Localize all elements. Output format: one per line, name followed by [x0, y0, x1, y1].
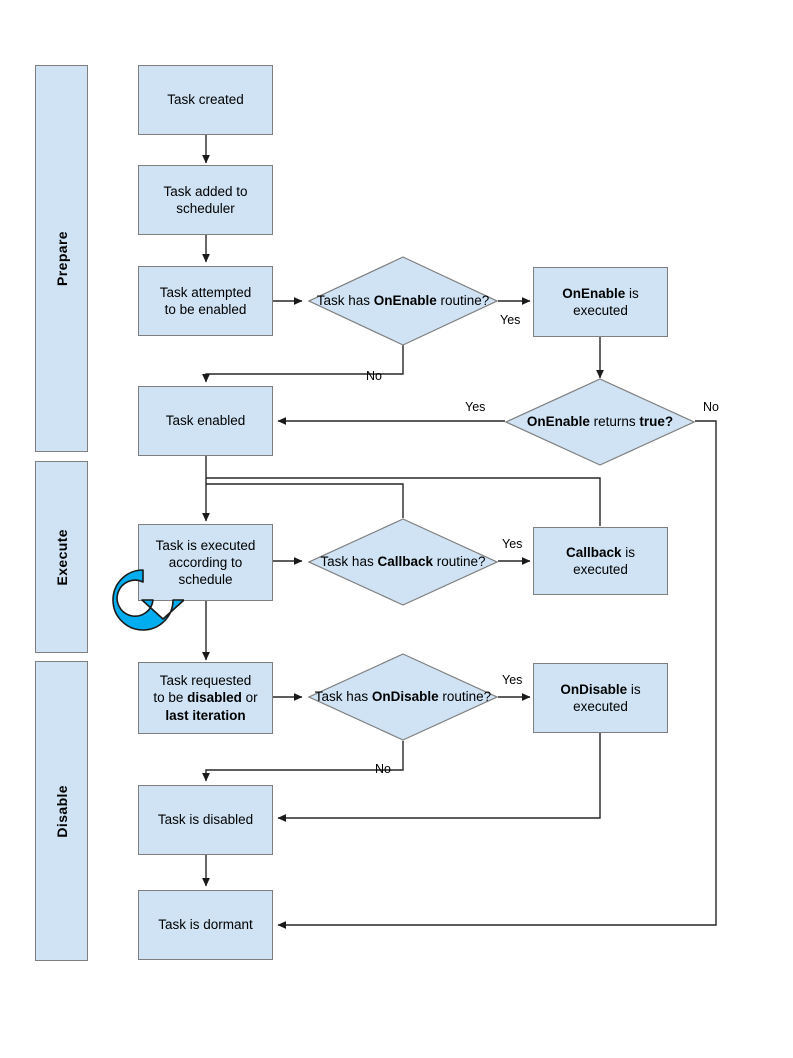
node-task-added-line2: scheduler [176, 201, 235, 216]
node-task-requested-mid-pre: to be [153, 690, 188, 706]
decision-ondisable-line1: Task has [314, 689, 369, 705]
node-callback-strong: Callback [565, 544, 622, 560]
node-callback-line2: executed [573, 562, 628, 577]
node-task-enabled-label: Task enabled [165, 413, 246, 429]
decision-task-has-callback[interactable]: Task has Callback routine? [308, 518, 498, 606]
edge-label-ondisable-no: No [375, 762, 391, 776]
node-task-requested-line2: to be disabled or [153, 689, 257, 706]
node-task-added-to-scheduler[interactable]: Task added to scheduler [138, 165, 273, 235]
node-task-requested-end-strong: last iteration [165, 707, 246, 723]
node-ondisable-strong: OnDisable [560, 681, 628, 697]
swimlane-prepare: Prepare [35, 65, 88, 452]
swimlane-disable: Disable [35, 661, 88, 961]
decision-returns-strong1: OnEnable [526, 414, 590, 430]
node-task-requested-mid-post: or [241, 690, 258, 706]
node-task-is-executed[interactable]: Task is executed according to schedule [138, 524, 273, 601]
node-task-requested-disabled[interactable]: Task requested to be disabled or last it… [138, 662, 273, 734]
node-onenable-is-executed[interactable]: OnEnable is executed [533, 267, 668, 337]
decision-callback-strong: Callback [377, 554, 433, 570]
node-ondisable-line1: OnDisable is [560, 681, 640, 698]
node-callback-line1: Callback is [566, 544, 635, 561]
swimlane-execute-label: Execute [53, 528, 70, 586]
node-ondisable-rest: is [627, 681, 641, 697]
decision-ondisable-strong: OnDisable [371, 689, 439, 705]
node-task-is-dormant[interactable]: Task is dormant [138, 890, 273, 960]
decision-callback-line2: Callback [377, 554, 433, 569]
node-task-executed-line3: schedule [178, 572, 233, 588]
node-callback-is-executed[interactable]: Callback is executed [533, 527, 668, 595]
decision-onenable-returns-true[interactable]: OnEnable returns true? [505, 378, 695, 466]
node-callback-rest: is [621, 544, 636, 560]
node-onenable-rest: is [625, 285, 639, 301]
swimlane-prepare-label: Prepare [53, 231, 70, 286]
decision-task-has-onenable[interactable]: Task has OnEnable routine? [308, 256, 498, 346]
node-onenable-strong: OnEnable [562, 285, 626, 301]
decision-callback-line1: Task has [320, 554, 374, 570]
decision-onenable-line1: Task has [316, 293, 370, 309]
decision-returns-strong3: true? [639, 414, 674, 430]
node-task-disabled-label: Task is disabled [157, 812, 254, 828]
node-task-attempted-to-be-enabled[interactable]: Task attempted to be enabled [138, 266, 273, 336]
decision-task-has-ondisable[interactable]: Task has OnDisable routine? [308, 653, 498, 741]
node-task-requested-line3: last iteration [153, 707, 257, 724]
edge-label-returns-yes: Yes [465, 400, 486, 414]
node-onenable-line2: executed [573, 303, 628, 318]
node-task-added-line1: Task added to [163, 183, 248, 199]
node-task-requested-line1: Task requested [159, 673, 252, 689]
node-task-attempted-line2: to be enabled [164, 302, 247, 317]
edge-label-onenable-no: No [366, 369, 382, 383]
edge-label-callback-yes: Yes [502, 537, 523, 551]
node-task-attempted-line1: Task attempted [159, 284, 252, 300]
swimlane-execute: Execute [35, 461, 88, 653]
node-task-is-disabled[interactable]: Task is disabled [138, 785, 273, 855]
node-task-requested-mid-strong: disabled [187, 690, 242, 706]
swimlane-disable-label: Disable [53, 784, 70, 838]
node-ondisable-is-executed[interactable]: OnDisable is executed [533, 663, 668, 733]
edge-label-ondisable-yes: Yes [502, 673, 523, 687]
decision-onenable-line2: OnEnable [374, 293, 437, 308]
node-task-dormant-label: Task is dormant [158, 917, 253, 933]
decision-returns-line1: OnEnable [527, 414, 590, 429]
decision-ondisable-line2: OnDisable [372, 689, 439, 704]
decision-ondisable-line3: routine? [442, 689, 492, 705]
edge-label-returns-no: No [703, 400, 719, 414]
decision-callback-line3: routine? [436, 554, 486, 570]
loop-refresh-icon [106, 567, 185, 633]
node-task-executed-line2: according to [168, 554, 243, 570]
node-task-executed-line1: Task is executed [155, 537, 256, 553]
decision-returns-line2: returns [593, 414, 636, 430]
decision-returns-line3: true? [639, 414, 673, 429]
decision-onenable-strong: OnEnable [373, 293, 437, 309]
node-task-enabled[interactable]: Task enabled [138, 386, 273, 456]
node-ondisable-line2: executed [573, 699, 628, 714]
node-task-created-label: Task created [167, 92, 244, 108]
edge-label-onenable-yes: Yes [500, 313, 521, 327]
decision-onenable-line3: routine? [440, 293, 490, 309]
node-onenable-line1: OnEnable is [562, 285, 639, 302]
node-task-created[interactable]: Task created [138, 65, 273, 135]
